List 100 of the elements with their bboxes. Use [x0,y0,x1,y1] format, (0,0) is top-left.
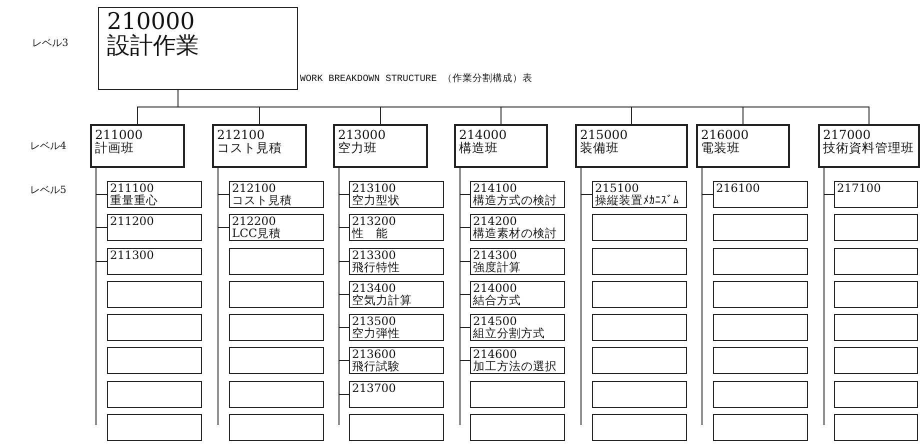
empty-box [834,414,918,441]
wbs-box [818,124,920,168]
wbs-box [229,181,324,208]
code-number: 213400 [352,282,396,294]
task-name: 強度計算 [473,261,521,273]
empty-box [229,248,324,275]
wbs-box [349,347,444,374]
code-number: 216100 [716,182,760,194]
empty-box [713,414,808,441]
code-number: 211200 [110,215,154,227]
task-name: 技術資料管理班 [823,141,914,154]
empty-box [470,381,565,408]
empty-box [107,281,202,308]
empty-box [229,281,324,308]
task-name: 組立分割方式 [473,327,545,339]
empty-box [713,281,808,308]
code-number: 212100 [232,182,276,194]
wbs-box [229,214,324,241]
wbs-box [212,124,307,168]
task-name: 空力班 [338,141,377,154]
wbs-box [470,314,565,341]
code-number: 213000 [338,128,386,141]
code-number: 217100 [837,182,881,194]
task-name: 装備班 [580,141,619,154]
code-number: 213700 [352,382,396,394]
task-name: コスト見積 [217,141,282,154]
wbs-box [696,124,790,168]
code-number: 216000 [701,128,749,141]
task-name: 電装班 [701,141,740,154]
task-name: 空力弾性 [352,327,400,339]
code-number: 212100 [217,128,265,141]
code-number: 211100 [110,182,154,194]
empty-box [713,381,808,408]
diagram-title: WORK BREAKDOWN STRUCTURE （作業分割構成）表 [300,72,533,85]
code-number: 214000 [459,128,507,141]
empty-box [592,381,687,408]
empty-box [834,248,918,275]
task-name: LCC見積 [232,227,282,239]
wbs-box [107,181,202,208]
task-name: 計画班 [95,141,134,154]
task-name: コスト見積 [232,194,292,206]
wbs-box [349,214,444,241]
wbs-box [713,181,808,208]
connector-line [178,90,870,124]
code-number: 214300 [473,249,517,261]
task-name: 加工方法の選択 [473,360,557,372]
code-number: 212200 [232,215,276,227]
empty-box [470,414,565,441]
code-number: 213100 [352,182,396,194]
empty-box [592,414,687,441]
wbs-box [90,124,185,168]
empty-box [592,314,687,341]
wbs-box [349,248,444,275]
empty-box [713,347,808,374]
task-name: 飛行特性 [352,261,400,273]
code-number: 214200 [473,215,517,227]
wbs-box [470,248,565,275]
wbs-box [349,181,444,208]
empty-box [107,347,202,374]
wbs-box [575,124,688,168]
empty-box [107,314,202,341]
task-name: 構造素材の検討 [473,227,557,239]
wbs-box [333,124,428,168]
wbs-box [349,314,444,341]
empty-box [592,281,687,308]
empty-box [834,281,918,308]
empty-box [229,314,324,341]
code-number: 213600 [352,348,396,360]
wbs-box [454,124,548,168]
task-name: 結合方式 [473,294,521,306]
wbs-box [107,248,202,275]
empty-box [107,381,202,408]
empty-box [713,314,808,341]
task-name: 操縦装置ﾒｶﾆｽﾞﾑ [595,194,679,206]
wbs-box [470,281,565,308]
wbs-box [834,181,918,208]
empty-box [229,414,324,441]
wbs-box [592,181,687,208]
wbs-box [470,181,565,208]
wbs-box [349,281,444,308]
task-name: 飛行試験 [352,360,400,372]
empty-box [349,414,444,441]
code-number: 213500 [352,315,396,327]
empty-box [713,214,808,241]
wbs-box [470,214,565,241]
task-name: 空気力計算 [352,294,412,306]
empty-box [834,314,918,341]
wbs-box [470,347,565,374]
wbs-box [107,214,202,241]
wbs-box [349,381,444,408]
task-name: 重量重心 [110,194,158,206]
empty-box [107,414,202,441]
code-number: 215000 [580,128,628,141]
task-name: 設計作業 [107,34,199,58]
code-number: 210000 [107,10,195,34]
task-name: 空力型状 [352,194,400,206]
code-number: 214600 [473,348,517,360]
empty-box [834,214,918,241]
empty-box [834,381,918,408]
task-name: 構造方式の検討 [473,194,557,206]
